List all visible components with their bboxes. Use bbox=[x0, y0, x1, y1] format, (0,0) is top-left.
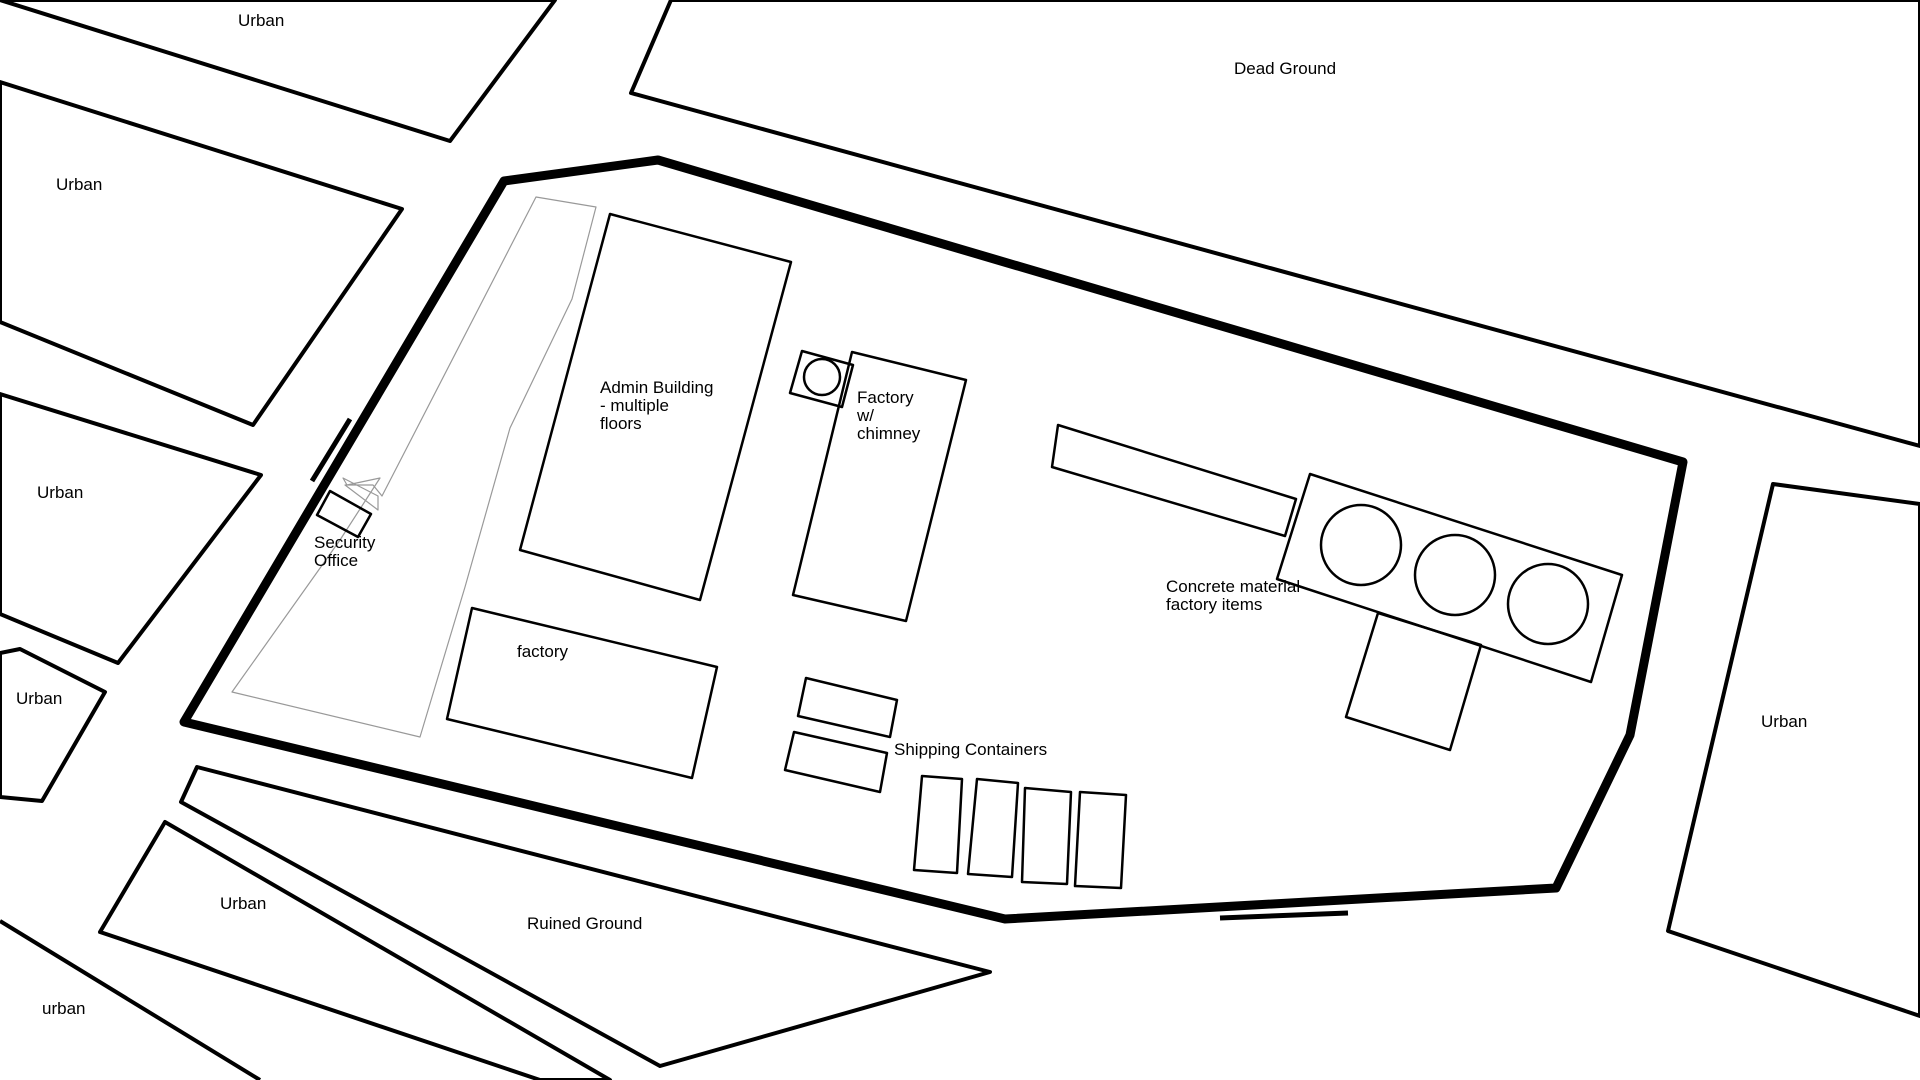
urban-block-bottom-left bbox=[98, 820, 612, 1080]
label-factory-chimney-line1: Factory bbox=[857, 388, 914, 407]
shipping-container-6 bbox=[1073, 790, 1128, 890]
label-admin-building-line1: Admin Building bbox=[600, 378, 713, 397]
label-factory-chimney-line2: w/ bbox=[856, 406, 874, 425]
shipping-container-2 bbox=[783, 730, 889, 794]
urban-block-bottom-corner bbox=[0, 919, 262, 1080]
security-office bbox=[315, 489, 373, 539]
concrete-plant-annex bbox=[1344, 611, 1483, 752]
label-security-office-line1: Security bbox=[314, 533, 376, 552]
shipping-container-1 bbox=[796, 676, 899, 739]
label-admin-building: Admin Building - multiple floors bbox=[600, 378, 718, 433]
ruined-ground-block bbox=[179, 765, 992, 1068]
label-security-office-line2: Office bbox=[314, 551, 358, 570]
urban-block-left-small bbox=[0, 647, 107, 803]
shipping-container-4 bbox=[966, 777, 1020, 879]
label-factory-chimney: Factory w/ chimney bbox=[856, 388, 921, 443]
label-admin-building-line3: floors bbox=[600, 414, 642, 433]
urban-block-right bbox=[1666, 482, 1920, 1018]
south-gate bbox=[1219, 910, 1349, 921]
label-urban-bottom-left: Urban bbox=[220, 894, 266, 913]
label-security-office: Security Office bbox=[314, 533, 380, 570]
chimney-base bbox=[788, 349, 855, 409]
dead-ground-block bbox=[629, 0, 1920, 448]
compound-perimeter-wall bbox=[179, 155, 1688, 924]
label-urban-right: Urban bbox=[1761, 712, 1807, 731]
label-ruined-ground: Ruined Ground bbox=[527, 914, 642, 933]
urban-block-left-upper bbox=[0, 80, 404, 427]
label-urban-left-mid: Urban bbox=[37, 483, 83, 502]
silo-1-icon bbox=[1319, 503, 1403, 587]
label-concrete-factory-line2: factory items bbox=[1166, 595, 1262, 614]
label-factory: factory bbox=[517, 642, 569, 661]
west-gate bbox=[309, 417, 353, 483]
urban-block-left-mid bbox=[0, 392, 263, 665]
factory-chimney-building bbox=[791, 350, 968, 623]
shipping-container-3 bbox=[912, 774, 964, 875]
shipping-container-5 bbox=[1020, 786, 1073, 886]
label-urban-left-small: Urban bbox=[16, 689, 62, 708]
label-admin-building-line2: - multiple bbox=[600, 396, 669, 415]
label-factory-chimney-line3: chimney bbox=[857, 424, 921, 443]
factory-building bbox=[445, 606, 719, 780]
admin-building bbox=[518, 212, 793, 602]
silo-2-icon bbox=[1413, 533, 1497, 617]
label-urban-left-upper: Urban bbox=[56, 175, 102, 194]
long-shed bbox=[1050, 423, 1298, 538]
label-shipping-containers: Shipping Containers bbox=[894, 740, 1047, 759]
concrete-plant bbox=[1275, 472, 1624, 684]
access-road-outline bbox=[231, 196, 597, 738]
label-concrete-factory-line1: Concrete material bbox=[1166, 577, 1300, 596]
silo-3-icon bbox=[1506, 562, 1590, 646]
urban-block-top bbox=[0, 0, 557, 143]
chimney-icon bbox=[802, 357, 842, 397]
label-urban-top: Urban bbox=[238, 11, 284, 30]
label-urban-bottom-corner: urban bbox=[42, 999, 85, 1018]
label-dead-ground: Dead Ground bbox=[1234, 59, 1336, 78]
label-concrete-factory: Concrete material factory items bbox=[1166, 577, 1305, 614]
